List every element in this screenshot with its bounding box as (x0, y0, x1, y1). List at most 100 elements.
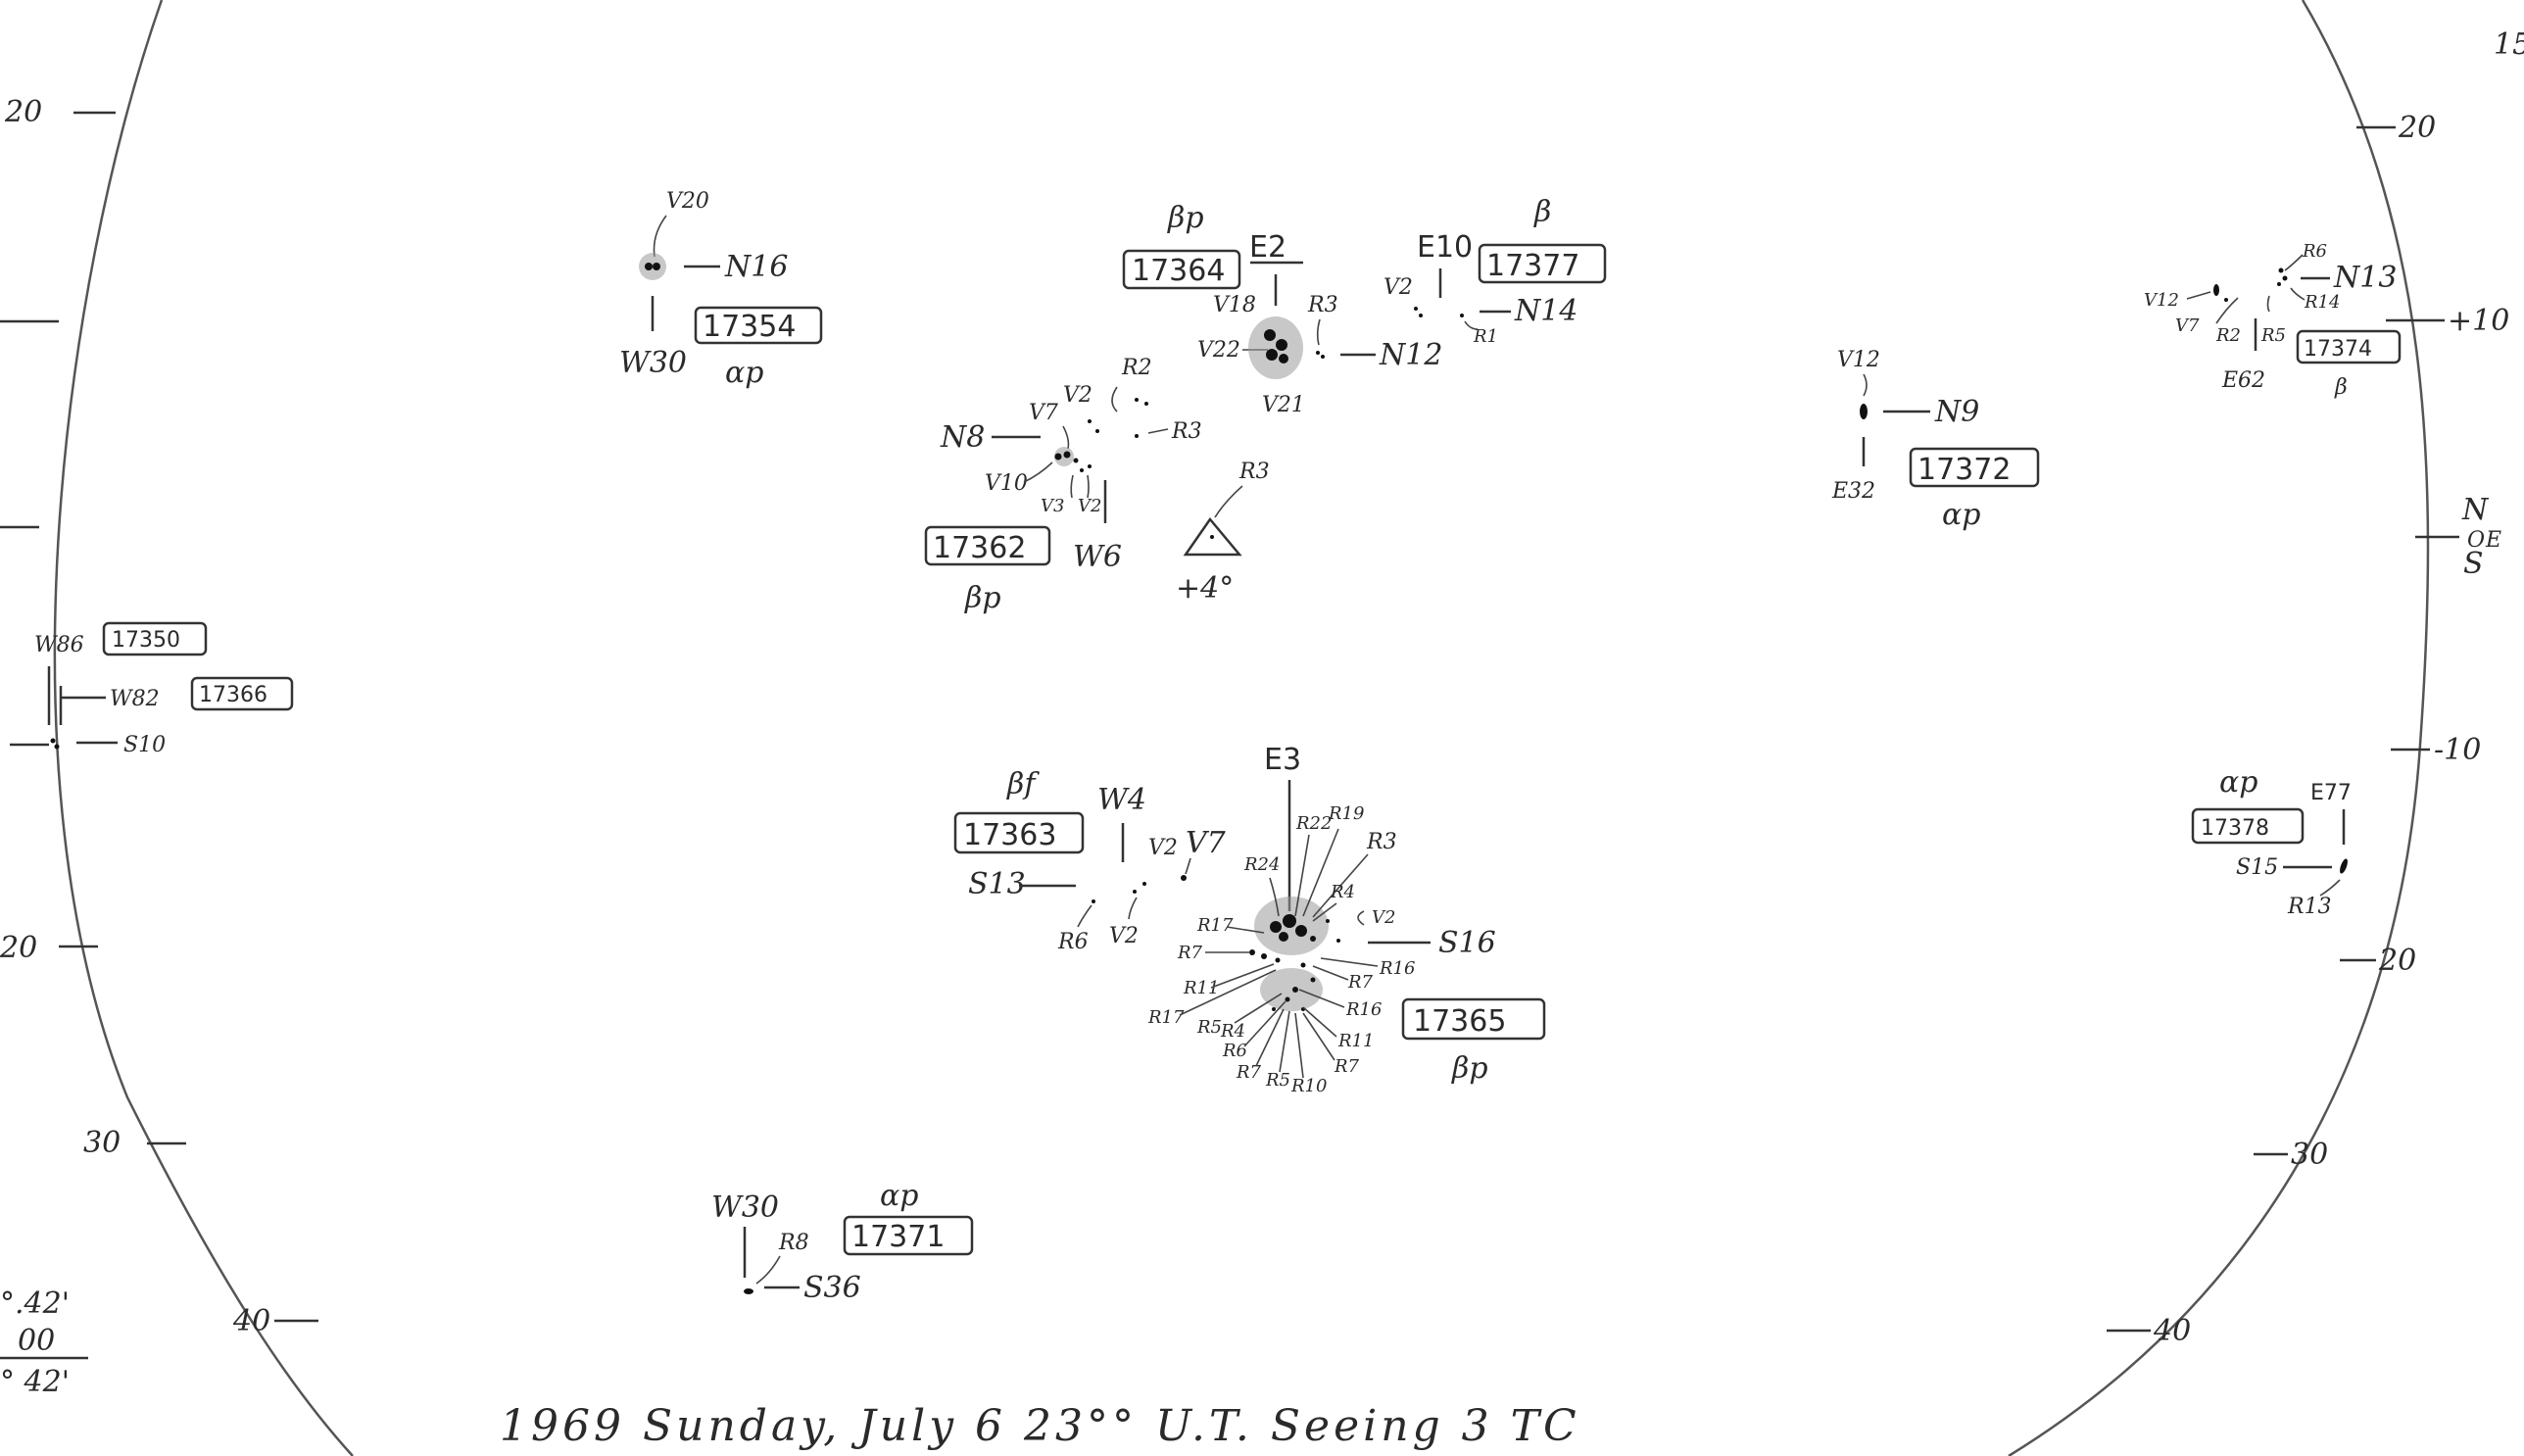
region-17377: β E10 17377 V2 N14 R1 (1383, 195, 1607, 347)
region-17365-spot-r7: R7 (1177, 943, 1203, 963)
region-17374-spot-v7: V7 (2175, 315, 2200, 336)
region-17365: E3 R24 R22 R19 R3 R4 V2 S16 R17 (1147, 743, 1546, 1096)
right-tick-label: -10 (2434, 733, 2481, 767)
flare-marker-label: R3 (1238, 460, 1270, 484)
region-17365-class: βp (1451, 1051, 1488, 1086)
region-17364-number: 17364 (1132, 254, 1225, 288)
region-17377-lon: E10 (1417, 230, 1473, 265)
region-17377-spot-r1: R1 (1473, 326, 1498, 347)
region-17365-spot-r10: R10 (1290, 1076, 1327, 1096)
region-17364-class: βp (1167, 201, 1204, 235)
region-17362-spot-v2: V2 (1063, 383, 1092, 408)
region-17372-lon: E32 (1831, 479, 1875, 504)
region-17377-number: 17377 (1486, 249, 1579, 283)
region-17363-spot-v2b: V2 (1109, 924, 1139, 948)
region-17371-class: αp (880, 1179, 918, 1213)
right-tick-label: 30 (2291, 1138, 2328, 1172)
region-17362-spot-r3: R3 (1171, 419, 1202, 444)
orientation-n: N (2461, 493, 2490, 527)
margin-note: °.42' 00 ° 42' (0, 1286, 88, 1399)
region-17365-lat: S16 (1438, 926, 1496, 960)
triangle-marker-icon (1183, 516, 1242, 557)
left-tick-label: 20 (0, 931, 37, 965)
region-17365-spot-r3: R3 (1366, 830, 1397, 854)
orientation-e: E (2485, 528, 2501, 553)
solar-limb-right (2008, 0, 2430, 1456)
region-17377-class: β (1533, 195, 1551, 229)
left-scale: 20 20 30 40 (0, 95, 318, 1338)
right-corner-label: 15 (2494, 27, 2524, 62)
region-17374-spot-r6: R6 (2302, 241, 2327, 262)
region-17365-spot-r11b: R11 (1337, 1031, 1374, 1051)
region-17365-spot-r11: R11 (1183, 978, 1219, 998)
region-17374-class: β (2334, 375, 2348, 400)
region-17365-number: 17365 (1413, 1004, 1506, 1039)
margin-note-line2: 00 (18, 1324, 55, 1358)
margin-note-line1: °.42' (0, 1286, 70, 1321)
region-17371-lat: S36 (803, 1271, 861, 1305)
right-tick-label: +10 (2448, 304, 2509, 338)
region-17362-class: βp (964, 581, 1001, 615)
right-tick-label: 20 (2398, 111, 2436, 145)
region-17371: W30 αp 17371 R8 S36 (711, 1179, 974, 1305)
region-17365-spot-r7d: R7 (1334, 1056, 1360, 1077)
flare-marker: R3 +4° (1176, 460, 1270, 606)
region-17354-lon: W30 (619, 346, 687, 380)
region-17371-spot-label: R8 (778, 1231, 809, 1255)
region-17354-lat: N16 (724, 250, 788, 284)
region-17374-spot-r2: R2 (2215, 325, 2241, 346)
region-17363: βf W4 17363 V2 V7 S13 R6 V2 (953, 767, 1227, 954)
region-17366-lon: W82 (110, 687, 160, 711)
region-17362-spot-r2: R2 (1121, 356, 1152, 380)
region-17362-spot-v7: V7 (1029, 401, 1058, 425)
region-17354-class: αp (725, 356, 763, 390)
region-17365-spot-r16: R16 (1379, 958, 1415, 979)
region-17365-spot-r7c: R7 (1236, 1062, 1262, 1083)
region-17372-number: 17372 (1917, 453, 2011, 487)
region-17350-lon: W86 (34, 633, 84, 657)
region-17372: V12 N9 E32 17372 αp (1831, 348, 2040, 532)
region-17365-spot-r19: R19 (1328, 803, 1364, 824)
region-17363-spot-v2: V2 (1148, 836, 1178, 860)
orientation-s: S (2463, 547, 2484, 581)
region-17372-class: αp (1942, 498, 1980, 532)
region-17362-lon: W6 (1073, 540, 1122, 574)
observation-caption: 1969 Sunday, July 6 23°° U.T. Seeing 3 T… (500, 1401, 1580, 1451)
region-17363-lon: W4 (1097, 783, 1146, 817)
flare-marker-value: +4° (1176, 571, 1234, 606)
region-17378-lon: E77 (2310, 781, 2352, 805)
region-17364-spot-v21: V21 (1262, 393, 1305, 417)
region-17372-lat: N9 (1934, 395, 1979, 429)
orientation-o: O (2467, 528, 2485, 553)
region-17365-spot-r5: R5 (1196, 1017, 1222, 1038)
region-17366-number: 17366 (199, 683, 267, 707)
region-17365-spot-v2: V2 (1372, 907, 1395, 928)
region-17350: W86 17350 (34, 621, 208, 657)
region-17364-lat: N12 (1379, 338, 1442, 372)
region-17363-spot-r6: R6 (1057, 930, 1089, 954)
region-17363-class: βf (1006, 767, 1040, 801)
region-17362-number: 17362 (933, 531, 1026, 565)
region-17364-lon: E2 (1249, 230, 1286, 265)
region-17363-lat: S13 (968, 867, 1026, 901)
region-17378: αp E77 17378 S15 R13 (2191, 765, 2352, 919)
region-17378-lat: S15 (2236, 855, 2278, 880)
right-scale: 15 20 +10 N O E S -10 20 30 40 (2107, 27, 2524, 1348)
left-tick-label: 20 (4, 95, 42, 129)
region-17362-spot-v10: V10 (985, 471, 1028, 496)
region-17378-number: 17378 (2201, 816, 2269, 841)
region-17354: V20 N16 W30 17354 αp (619, 189, 823, 390)
right-tick-label: 20 (2378, 944, 2416, 978)
region-17365-spot-r6: R6 (1222, 1041, 1247, 1061)
region-17366-lat: S10 (123, 733, 166, 757)
region-17365-spot-r5b: R5 (1265, 1070, 1290, 1091)
region-17371-lon: W30 (711, 1190, 779, 1225)
region-17374-number: 17374 (2304, 337, 2372, 362)
left-tick-label: 30 (83, 1126, 121, 1160)
region-17365-lon: E3 (1264, 743, 1301, 777)
region-17365-spot-r22: R22 (1295, 813, 1332, 834)
region-17365-spot-r17: R17 (1196, 915, 1234, 936)
region-17378-class: αp (2219, 765, 2257, 800)
region-17354-spot-label: V20 (666, 189, 709, 214)
